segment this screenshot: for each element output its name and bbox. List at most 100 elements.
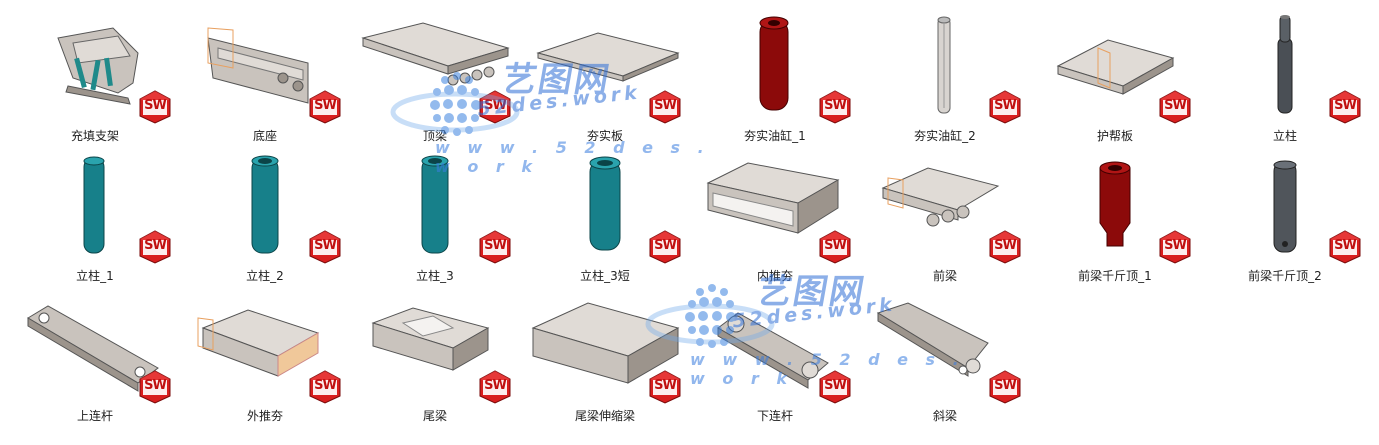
dark-column-icon bbox=[1277, 15, 1293, 114]
file-name-label: 夯实油缸_2 bbox=[914, 129, 976, 143]
file-thumbnail[interactable]: SW bbox=[528, 288, 682, 406]
solidworks-badge-icon: SW bbox=[818, 370, 852, 404]
solidworks-badge-icon: SW bbox=[1158, 230, 1192, 264]
solidworks-badge-icon: SW bbox=[988, 370, 1022, 404]
file-thumbnail[interactable]: SW bbox=[18, 288, 172, 406]
file-thumbnail[interactable]: SW bbox=[528, 148, 682, 266]
file-item[interactable]: SW 前梁千斤顶_2 bbox=[1200, 148, 1370, 288]
file-thumbnail[interactable]: SW bbox=[358, 8, 512, 126]
solidworks-badge-icon: SW bbox=[138, 230, 172, 264]
teal-column-icon bbox=[83, 156, 105, 254]
file-item[interactable]: SW 底座 bbox=[180, 8, 350, 148]
red-jack-icon bbox=[1099, 161, 1131, 247]
file-name-label: 护帮板 bbox=[1096, 129, 1133, 143]
file-item[interactable]: SW 护帮板 bbox=[1030, 8, 1200, 148]
file-name-label: 尾梁 bbox=[422, 409, 447, 423]
tamping-plate-icon bbox=[536, 32, 680, 82]
solidworks-badge-icon: SW bbox=[1328, 90, 1362, 124]
file-name-label: 底座 bbox=[252, 129, 277, 143]
inner-pusher-icon bbox=[706, 162, 840, 234]
file-item[interactable]: SW 前梁 bbox=[860, 148, 1030, 288]
file-thumbnail[interactable]: SW bbox=[698, 8, 852, 126]
solidworks-badge-text: SW bbox=[144, 378, 167, 393]
base-icon bbox=[207, 27, 309, 104]
solidworks-badge-text: SW bbox=[824, 98, 847, 113]
file-item[interactable]: SW 立柱_1 bbox=[10, 148, 180, 288]
solidworks-badge-icon: SW bbox=[1328, 230, 1362, 264]
file-thumbnail[interactable]: SW bbox=[698, 148, 852, 266]
file-item[interactable]: SW 上连杆 bbox=[10, 288, 180, 428]
solidworks-badge-icon: SW bbox=[478, 370, 512, 404]
file-name-label: 内推夯 bbox=[756, 269, 793, 283]
solidworks-badge-text: SW bbox=[484, 98, 507, 113]
front-beam-icon bbox=[881, 167, 1000, 227]
solidworks-badge-text: SW bbox=[654, 98, 677, 113]
inclined-beam-icon bbox=[876, 302, 989, 377]
file-item[interactable]: SW 尾梁 bbox=[350, 288, 520, 428]
file-name-label: 立柱_3 bbox=[416, 269, 454, 283]
file-thumbnail[interactable]: SW bbox=[188, 148, 342, 266]
solidworks-badge-icon: SW bbox=[1158, 90, 1192, 124]
file-thumbnail[interactable]: SW bbox=[358, 148, 512, 266]
file-thumbnail[interactable]: SW bbox=[528, 8, 682, 126]
file-item[interactable]: SW 内推夯 bbox=[690, 148, 860, 288]
file-thumbnail[interactable]: SW bbox=[868, 8, 1022, 126]
file-name-label: 立柱_1 bbox=[76, 269, 114, 283]
solidworks-badge-icon: SW bbox=[478, 90, 512, 124]
solidworks-badge-icon: SW bbox=[308, 370, 342, 404]
file-thumbnail[interactable]: SW bbox=[1038, 8, 1192, 126]
file-thumbnail[interactable]: SW bbox=[868, 288, 1022, 406]
file-thumbnail[interactable]: SW bbox=[358, 288, 512, 406]
solidworks-badge-text: SW bbox=[824, 378, 847, 393]
solidworks-badge-text: SW bbox=[654, 378, 677, 393]
solidworks-badge-text: SW bbox=[314, 378, 337, 393]
solidworks-badge-icon: SW bbox=[648, 90, 682, 124]
solidworks-badge-text: SW bbox=[1164, 98, 1187, 113]
rod-cylinder-icon bbox=[937, 16, 951, 114]
file-item[interactable]: SW 夯实板 bbox=[520, 8, 690, 148]
file-thumbnail[interactable]: SW bbox=[698, 288, 852, 406]
red-cylinder-icon bbox=[759, 16, 789, 111]
file-thumbnail[interactable]: SW bbox=[18, 148, 172, 266]
file-thumbnail[interactable]: SW bbox=[1208, 8, 1362, 126]
solidworks-badge-icon: SW bbox=[818, 90, 852, 124]
file-item[interactable]: SW 立柱_3短 bbox=[520, 148, 690, 288]
file-thumbnail[interactable]: SW bbox=[188, 288, 342, 406]
dark-jack-icon bbox=[1273, 160, 1297, 253]
outer-pusher-icon bbox=[197, 309, 320, 377]
file-name-label: 立柱 bbox=[1272, 129, 1297, 143]
file-thumbnail[interactable]: SW bbox=[868, 148, 1022, 266]
file-name-label: 上连杆 bbox=[76, 409, 113, 423]
file-thumbnail[interactable]: SW bbox=[1038, 148, 1192, 266]
file-item[interactable]: SW 立柱_3 bbox=[350, 148, 520, 288]
solidworks-badge-icon: SW bbox=[478, 230, 512, 264]
solidworks-badge-icon: SW bbox=[988, 90, 1022, 124]
solidworks-badge-text: SW bbox=[314, 238, 337, 253]
file-name-label: 前梁千斤顶_2 bbox=[1248, 269, 1322, 283]
file-thumbnail[interactable]: SW bbox=[18, 8, 172, 126]
solidworks-badge-text: SW bbox=[1334, 238, 1357, 253]
file-thumbnail[interactable]: SW bbox=[1208, 148, 1362, 266]
file-thumbnail[interactable]: SW bbox=[188, 8, 342, 126]
file-name-label: 前梁 bbox=[932, 269, 957, 283]
tail-beam-icon bbox=[371, 307, 490, 371]
tail-extension-beam-icon bbox=[531, 302, 680, 384]
solidworks-badge-text: SW bbox=[654, 238, 677, 253]
file-name-label: 夯实板 bbox=[586, 129, 623, 143]
side-guard-icon bbox=[1056, 39, 1175, 95]
top-beam-icon bbox=[361, 22, 510, 86]
file-item[interactable]: SW 立柱 bbox=[1200, 8, 1370, 148]
file-item[interactable]: SW 夯实油缸_2 bbox=[860, 8, 1030, 148]
file-name-label: 立柱_3短 bbox=[580, 269, 630, 283]
